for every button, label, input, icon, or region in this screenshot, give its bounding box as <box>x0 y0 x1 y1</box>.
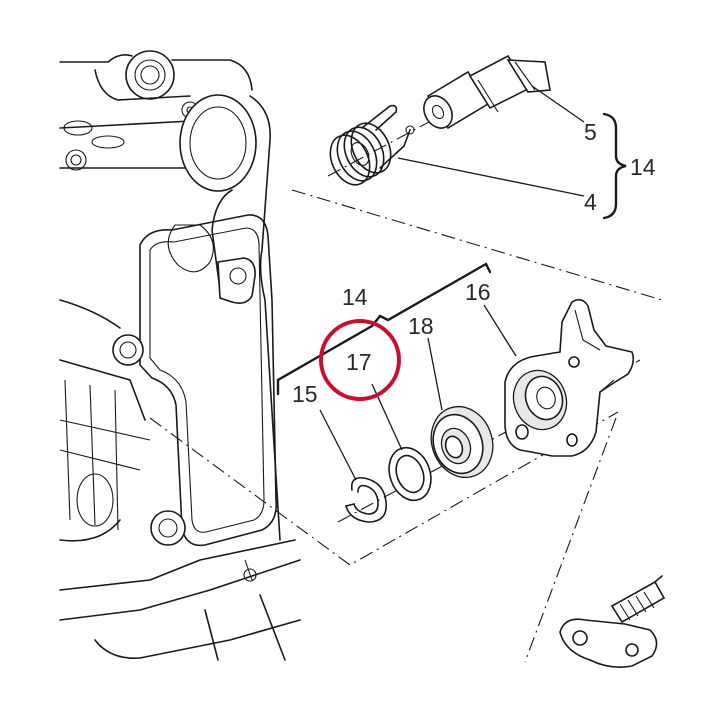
pin-part-5 <box>423 54 551 130</box>
callout-4: 4 <box>584 189 597 215</box>
callout-14-group: 14 <box>630 154 656 180</box>
callout-5: 5 <box>584 119 597 145</box>
lower-plate-assembly <box>559 575 666 668</box>
highlight-circle <box>319 319 401 401</box>
callout-14: 14 <box>342 284 368 310</box>
callout-15: 15 <box>292 381 318 407</box>
engine-case <box>59 50 301 661</box>
callout-18: 18 <box>408 313 434 339</box>
group-bracket-14-middle <box>276 262 492 396</box>
plate-part-16 <box>504 298 635 457</box>
spring-part-4 <box>329 104 415 186</box>
callout-17: 17 <box>346 349 372 375</box>
washer-part-17 <box>388 446 432 502</box>
circlip-part-15 <box>345 476 387 523</box>
group-bracket-14-top <box>602 112 627 220</box>
callout-16: 16 <box>465 279 491 305</box>
seal-part-18 <box>430 405 494 479</box>
